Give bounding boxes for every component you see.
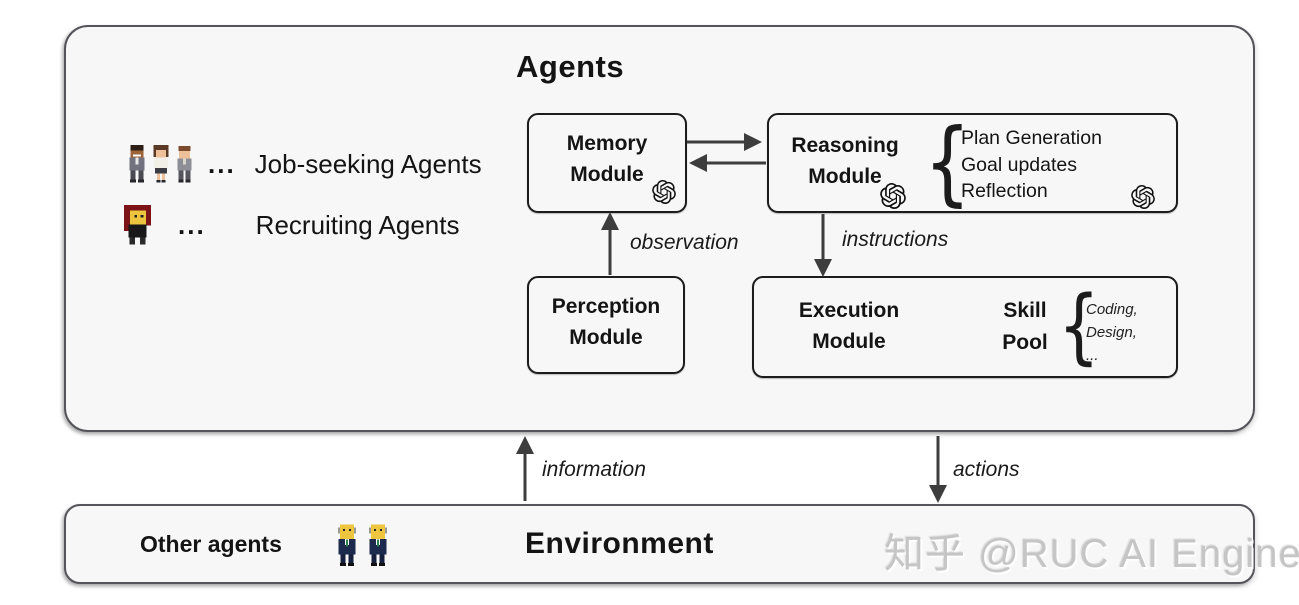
environment-panel: Other agents Environment xyxy=(64,504,1255,584)
memory-module-title: Memory Module xyxy=(566,132,648,186)
environment-title: Environment xyxy=(525,527,714,560)
skill-item: Coding, xyxy=(1086,301,1138,318)
job-seeking-agents-label: Job-seeking Agents xyxy=(254,148,482,179)
job-seeker-man-icon xyxy=(126,145,148,183)
legend-recruiting-agents: ... Recruiting Agents xyxy=(122,205,459,245)
agents-panel-title: Agents xyxy=(516,49,625,84)
elder-agents-pixel-icon xyxy=(335,523,390,566)
skill-item: ... xyxy=(1086,347,1099,364)
execution-module-box: Execution Module Skill Pool { Coding, De… xyxy=(752,276,1178,378)
reasoning-functions-list: Plan Generation Goal updates Reflection xyxy=(961,125,1102,205)
perception-module-title: Perception Module xyxy=(551,295,661,349)
job-seeker-man2-icon xyxy=(174,146,195,183)
zhihu-watermark: 知乎 @RUC AI Engine xyxy=(884,532,1299,576)
job-seeker-trio-pixel-icon xyxy=(126,145,195,183)
reasoning-module-title: Reasoning Module xyxy=(791,134,899,188)
openai-logo-icon xyxy=(652,180,676,204)
reasoning-function-item: Reflection xyxy=(961,180,1048,202)
elder-agent-icon xyxy=(335,523,359,566)
openai-logo-icon xyxy=(880,183,906,209)
legend-job-seeking-agents: ... Job-seeking Agents xyxy=(126,145,482,183)
other-agents-label: Other agents xyxy=(140,530,282,557)
reasoning-function-item: Goal updates xyxy=(961,153,1078,176)
recruiter-pixel-icon xyxy=(122,205,153,245)
agents-panel: Agents ... Job-seeking Agents ... Recrui… xyxy=(64,25,1255,432)
instructions-flow-label: instructions xyxy=(842,228,949,251)
curly-brace: { xyxy=(1058,279,1100,374)
openai-logo-icon xyxy=(1131,185,1155,209)
execution-module-title: Execution Module xyxy=(798,299,900,353)
ellipsis: ... xyxy=(178,210,206,240)
skill-item: Design, xyxy=(1086,324,1137,341)
skill-pool-label: Skill Pool xyxy=(1002,299,1048,354)
observation-flow-label: observation xyxy=(630,231,739,254)
perception-module-box: Perception Module xyxy=(527,276,685,374)
reasoning-module-box: Reasoning Module { Plan Generation Goal … xyxy=(767,113,1178,213)
information-flow-label: information xyxy=(542,458,646,481)
curly-brace: { xyxy=(924,109,971,216)
memory-module-box: Memory Module xyxy=(527,113,687,213)
reasoning-function-item: Plan Generation xyxy=(961,127,1102,149)
elder-agent-icon xyxy=(366,523,390,566)
job-seeker-woman-icon xyxy=(150,145,172,183)
actions-flow-label: actions xyxy=(953,458,1020,481)
recruiter-woman-icon xyxy=(122,205,153,245)
skill-pool-list: Coding, Design, ... xyxy=(1086,298,1138,367)
recruiting-agents-label: Recruiting Agents xyxy=(255,209,460,240)
ellipsis: ... xyxy=(208,149,236,179)
